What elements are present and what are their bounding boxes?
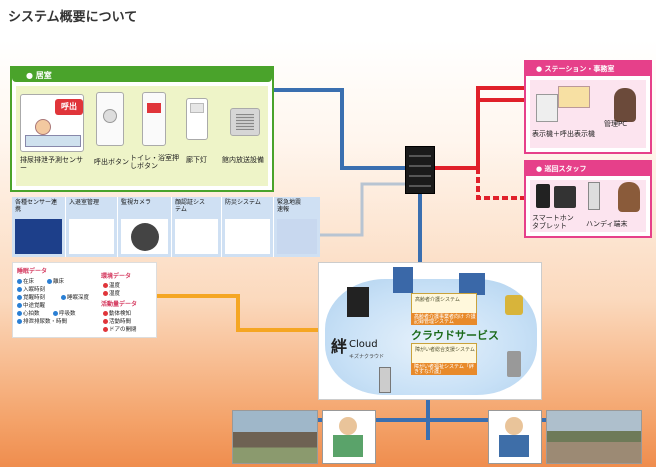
- cloud-service-panel: 絆 Cloud キズナクラウド 高齢者介護システム 高齢者介護事業者向け 介護記…: [318, 262, 542, 400]
- display-monitor-icon: [558, 86, 590, 108]
- network-hub: [405, 146, 435, 194]
- system1-name: 高齢者介護システム: [411, 293, 477, 315]
- speaker-icon: [230, 108, 260, 136]
- activity-item: 動体検知: [103, 309, 131, 317]
- system2-name: 障がい者総合支援システム: [411, 343, 477, 365]
- activity-item: 活動時間: [103, 317, 131, 325]
- brand-kanji: 絆: [331, 337, 348, 356]
- data-to-cloud-line: [157, 294, 318, 332]
- vital-item: 中途覚醒: [17, 301, 45, 309]
- sensor-strip: 各種センサー連携 入退室管理 監視カメラ 顔認証システム 防災システム 緊急地震…: [12, 197, 320, 257]
- station-label-display: 表示機＋呼出表示機: [532, 130, 595, 138]
- vital-item: 心拍数: [17, 309, 40, 317]
- staff-panel: ● 巡回スタッフ スマートホン タブレット ハンディ端末: [524, 160, 652, 238]
- earthquake-alert-icon: [277, 219, 317, 254]
- device-label-speaker: 館内放送設備: [222, 156, 264, 164]
- bed-icon: [25, 135, 81, 147]
- staff-avatar: [614, 88, 636, 122]
- bed-sensor-illustration: 呼出: [20, 94, 84, 152]
- camera-icon: [121, 219, 168, 254]
- station-header: ● ステーション・事務室: [526, 62, 650, 76]
- patient-icon: [35, 119, 51, 135]
- vital-item: 離床: [47, 277, 64, 285]
- facility-photo-left: [232, 410, 318, 464]
- vital-item: 在床: [17, 277, 34, 285]
- handy-icon: [379, 367, 391, 393]
- system2-desc: 障がい者福祉システム「絆きずな介護」: [411, 363, 477, 375]
- hub-to-staff-line: [476, 168, 524, 200]
- lock-icon: [505, 295, 523, 315]
- face-id-icon: [175, 219, 218, 254]
- staff-label-handy: ハンディ端末: [586, 220, 628, 228]
- station-devices: 表示機＋呼出表示機 管理PC: [530, 80, 646, 148]
- station-label-pc: 管理PC: [604, 120, 628, 128]
- staff-avatar-2: [618, 182, 640, 212]
- device-label-toilet-button: トイレ・浴室押しボタン: [130, 154, 179, 170]
- brand-word: Cloud: [349, 339, 378, 350]
- server-icon: [347, 287, 369, 317]
- system1-desc: 高齢者介護事業者向け 介護記録管理システム: [411, 313, 477, 325]
- device-label-call-button: 呼出ボタン: [94, 158, 129, 166]
- tablet-icon: [554, 186, 576, 208]
- facility-photo-right: [546, 410, 642, 464]
- smoke-detector-icon: [225, 219, 270, 254]
- operator-illustration-left: [322, 410, 376, 464]
- vital-item: 呼吸数: [53, 309, 76, 317]
- activity-data-title: 活動量データ: [101, 301, 138, 308]
- env-item: 温度: [103, 281, 120, 289]
- smartphone-icon: [536, 184, 550, 208]
- sensors-to-hub-line: [320, 182, 405, 237]
- hub-to-station-line: [435, 86, 524, 170]
- monitor-icon: [393, 267, 413, 293]
- call-button-device-icon: [96, 92, 124, 146]
- staff-devices: スマートホン タブレット ハンディ端末: [530, 180, 646, 232]
- sensor-cell-entry: 入退室管理: [66, 197, 118, 257]
- sensor-cell-quake: 緊急地震速報: [274, 197, 320, 257]
- activity-item: ドアの開閉: [103, 325, 137, 333]
- corridor-light-icon: [186, 98, 208, 140]
- sensor-cell-face: 顔認証システム: [172, 197, 222, 257]
- vital-item: 覚醒時刻: [17, 293, 45, 301]
- phone-icon: [507, 351, 521, 377]
- handy-terminal-icon: [588, 182, 600, 210]
- sensor-cell-camera: 監視カメラ: [118, 197, 172, 257]
- device-label-bed-sensor: 排尿排泄予測センサー: [20, 156, 83, 172]
- staff-header: ● 巡回スタッフ: [526, 162, 650, 176]
- sensor-cell-sensors: 各種センサー連携: [12, 197, 66, 257]
- computer-icon: [459, 273, 485, 295]
- page-title: システム概要について: [8, 10, 138, 25]
- env-data-title: 環境データ: [101, 273, 132, 280]
- sensor-mat-icon: [15, 219, 62, 254]
- room-to-hub-line: [274, 88, 405, 170]
- sensor-cell-fire: 防災システム: [222, 197, 274, 257]
- operator-illustration-right: [488, 410, 542, 464]
- vital-data-title: 睡眠データ: [17, 268, 48, 275]
- toilet-button-device-icon: [142, 92, 166, 146]
- room-panel: ● 居室 呼出 排尿排泄予測センサー 呼出ボタン トイレ・浴室押しボタン 廊下灯…: [10, 66, 274, 192]
- staff-label-smartphone: スマートホン タブレット: [532, 214, 574, 230]
- vital-item: 排泄排尿数・時間: [17, 317, 67, 325]
- cloud-title: クラウドサービス: [411, 329, 499, 342]
- station-panel: ● ステーション・事務室 表示機＋呼出表示機 管理PC: [524, 60, 652, 154]
- room-devices: 呼出 排尿排泄予測センサー 呼出ボタン トイレ・浴室押しボタン 廊下灯 館内放送…: [16, 86, 268, 186]
- card-reader-icon: [69, 219, 114, 254]
- brand-sub: キズナクラウド: [349, 354, 385, 360]
- vital-item: 睡眠深度: [61, 293, 89, 301]
- env-item: 湿度: [103, 289, 120, 297]
- device-label-corridor-light: 廊下灯: [186, 156, 207, 164]
- phone-icon: [536, 94, 558, 122]
- call-badge: 呼出: [55, 99, 83, 115]
- vital-item: 入眠時刻: [17, 285, 45, 293]
- room-header: ● 居室: [12, 68, 272, 82]
- data-panel: 睡眠データ 在床 離床 入眠時刻 覚醒時刻 睡眠深度 中途覚醒 心拍数 呼吸数 …: [12, 262, 157, 338]
